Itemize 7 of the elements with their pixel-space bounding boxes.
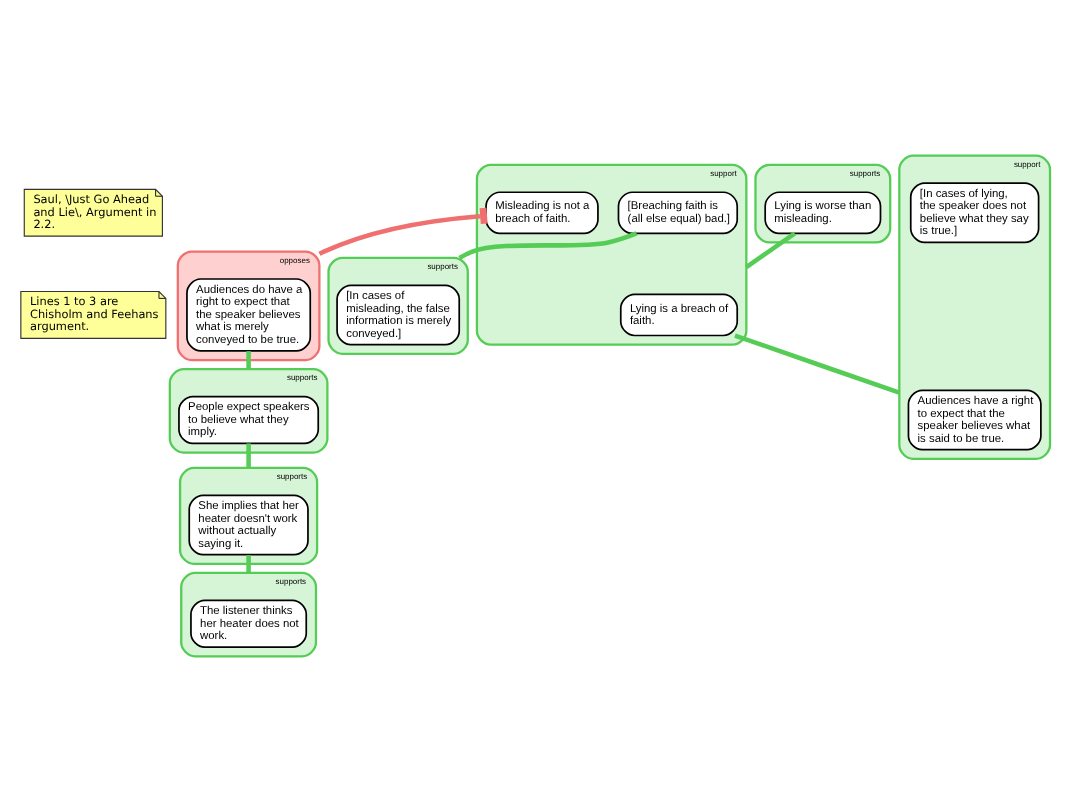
connector <box>318 206 488 255</box>
connector <box>458 230 638 259</box>
connector <box>246 442 251 467</box>
connector <box>246 350 251 369</box>
connector <box>734 332 901 394</box>
connector <box>745 230 797 268</box>
connector <box>246 554 251 572</box>
